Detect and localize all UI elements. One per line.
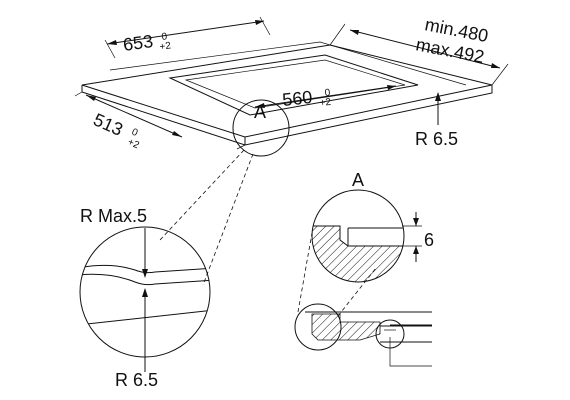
section-large-hatch xyxy=(312,225,404,282)
section-detail xyxy=(294,303,432,367)
leader-right-1 xyxy=(297,232,313,313)
width-dimension: 653 0 +2 xyxy=(104,16,271,59)
cutout-tol-upper: 0 xyxy=(324,87,331,99)
width-tol-upper: 0 xyxy=(161,31,168,43)
detail-a-circle xyxy=(232,99,290,157)
thickness-label: 6 xyxy=(424,230,434,250)
hob-edge xyxy=(109,41,467,86)
cutout-value: 560 xyxy=(281,87,313,110)
cutout-dimension: 560 0 +2 xyxy=(254,85,397,110)
zoom-circle-left xyxy=(79,226,211,358)
thickness-dimension: 6 xyxy=(402,212,434,262)
width-tol-lower: +2 xyxy=(159,40,172,53)
zoom-circle-right: A xyxy=(311,170,405,283)
depth-value: 513 xyxy=(90,109,126,139)
detail-small-circle-left xyxy=(294,303,342,351)
cutout-tol-lower: +2 xyxy=(319,97,332,109)
cutout-inner-edge xyxy=(184,59,406,109)
leader-left-2 xyxy=(202,153,254,286)
section-small-hatch xyxy=(311,313,381,341)
radius-detail-callout: R 6.5 xyxy=(115,288,158,390)
width-value: 653 xyxy=(122,31,155,55)
detail-a-marker: A xyxy=(232,99,290,157)
radius-max-label: R Max.5 xyxy=(80,206,147,226)
detail-a-large-label: A xyxy=(352,170,364,190)
worktop-range-dimension: min.480 max.492 xyxy=(329,14,509,86)
depth-tol-lower: +2 xyxy=(126,137,141,152)
radius-main-label: R 6.5 xyxy=(415,129,458,149)
leader-left-1 xyxy=(159,149,245,241)
radius-max-callout: R Max.5 xyxy=(80,206,148,278)
cutout-opening xyxy=(168,54,419,116)
radius-detail-label: R 6.5 xyxy=(115,370,158,390)
radius-main-callout: R 6.5 xyxy=(415,92,458,149)
depth-tol-upper: 0 xyxy=(130,127,140,139)
detail-a-label: A xyxy=(254,102,266,122)
